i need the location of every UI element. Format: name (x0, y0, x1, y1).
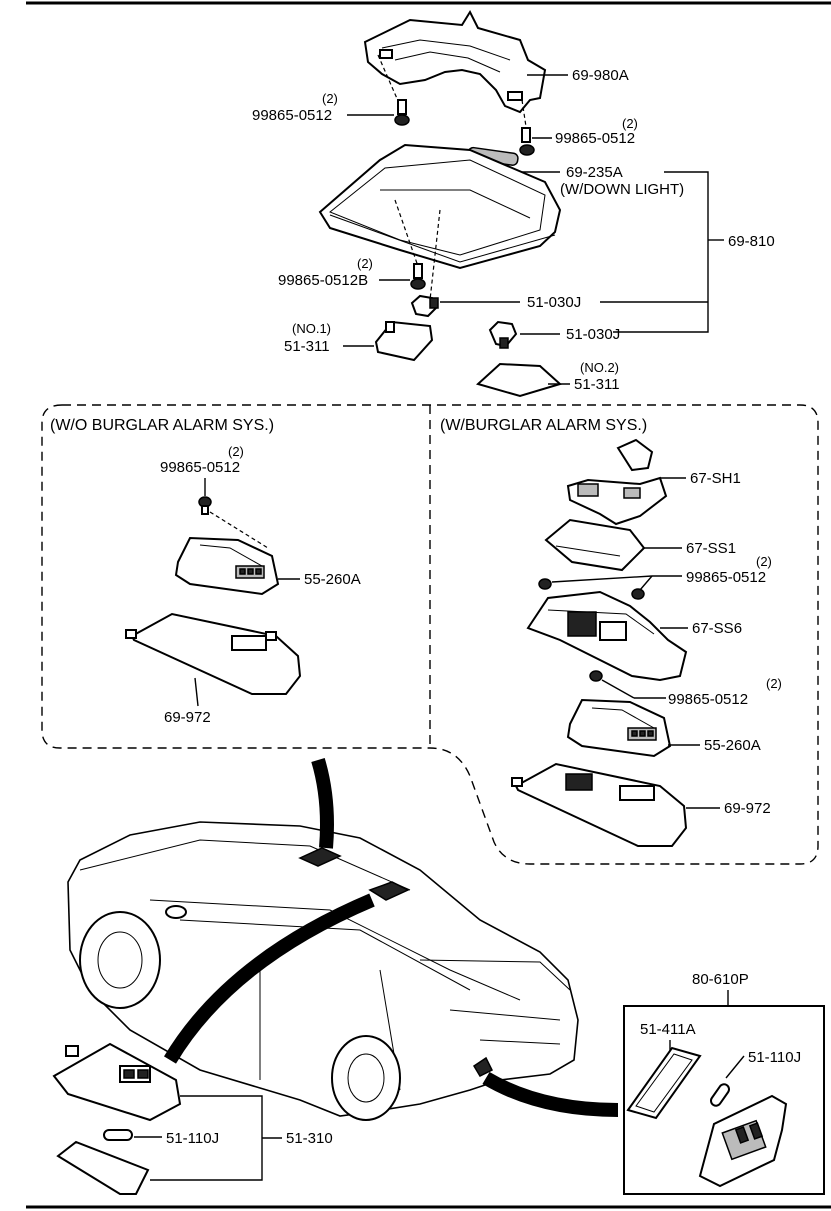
label-lens1: 51-311 (284, 338, 330, 355)
label-w-screw1: 99865-0512 (686, 569, 766, 586)
leader-line (725, 1055, 745, 1079)
label-lens2-no: (NO.2) (580, 360, 619, 375)
lamp-housing-80-610P (698, 1094, 788, 1188)
label-51-411A: 51-411A (640, 1021, 696, 1038)
vehicle-illustration (67, 821, 579, 1121)
label-lens1-no: (NO.1) (292, 321, 331, 336)
label-51-110J-box: 51-110J (748, 1049, 801, 1066)
module-55-260A-right (566, 698, 672, 758)
leader-line (601, 679, 635, 699)
bracket-69-810 (613, 171, 709, 333)
label-w-screw2-qty: (2) (766, 676, 782, 691)
lens-51-310 (56, 1140, 150, 1195)
label-wo-55-260A: 55-260A (304, 571, 361, 588)
screw-icon (538, 578, 552, 590)
module-55-260A-left (174, 536, 280, 596)
bulb-icon (709, 1083, 731, 1107)
label-screw-b-qty: (2) (357, 256, 373, 271)
label-w-67-SH1: 67-SH1 (690, 470, 741, 487)
detail-box-80-610P (623, 1005, 825, 1195)
label-69-980A: 69-980A (572, 67, 629, 84)
screw-icon (519, 127, 535, 156)
label-bulb2: 51-030J (566, 326, 620, 343)
label-screw-tl: 99865-0512 (252, 107, 332, 124)
lens-no2 (475, 362, 562, 398)
screw-icon (410, 263, 426, 290)
overhead-console-69-235A (318, 143, 562, 270)
screw-icon (394, 99, 410, 126)
label-wo-screw: 99865-0512 (160, 459, 240, 476)
label-w-screw1-qty: (2) (756, 554, 772, 569)
bulb-icon (488, 320, 518, 349)
label-screw-tl-qty: (2) (322, 91, 338, 106)
label-screw-b: 99865-0512B (278, 272, 368, 289)
map-lamp-51-310 (52, 1042, 182, 1122)
bulb-icon (410, 294, 439, 318)
label-80-610P: 80-610P (692, 971, 749, 988)
lens-no1 (374, 320, 434, 362)
connector-arc (311, 757, 334, 849)
leader-line (194, 677, 199, 707)
label-bulb1: 51-030J (527, 294, 581, 311)
label-screw-tr-qty: (2) (622, 116, 638, 131)
label-w-69-972: 69-972 (724, 800, 771, 817)
label-w-67-SS6: 67-SS6 (692, 620, 742, 637)
bulb-icon (103, 1129, 133, 1141)
label-wo-screw-qty: (2) (228, 444, 244, 459)
section-title-wo: (W/O BURGLAR ALARM SYS.) (50, 417, 274, 434)
cover-69-972-left (125, 612, 302, 695)
label-w-screw2: 99865-0512 (668, 691, 748, 708)
label-w-down-light: (W/DOWN LIGHT) (560, 181, 684, 198)
label-lens2: 51-311 (574, 376, 620, 393)
unit-67-SS1 (544, 518, 646, 572)
screw-icon (589, 670, 603, 682)
label-51-310: 51-310 (286, 1130, 333, 1147)
connector-arc (482, 1071, 619, 1117)
lens-51-411A (626, 1046, 702, 1120)
cover-69-972-right (511, 762, 688, 847)
leader-line (551, 575, 653, 583)
leader-line (639, 575, 653, 591)
section-title-w: (W/BURGLAR ALARM SYS.) (440, 417, 647, 434)
label-69-235A: 69-235A (566, 164, 623, 181)
label-w-67-SS1: 67-SS1 (686, 540, 736, 557)
leader-dash (394, 199, 421, 273)
section-outline (41, 404, 819, 865)
sensor-67-SH1 (566, 438, 668, 526)
label-screw-tr: 99865-0512 (555, 130, 635, 147)
leader-dash (429, 209, 441, 301)
screw-icon (631, 588, 645, 600)
label-wo-69-972: 69-972 (164, 709, 211, 726)
bracket-67-SS6 (526, 590, 688, 682)
label-51-110J: 51-110J (166, 1130, 219, 1147)
label-w-55-260A: 55-260A (704, 737, 761, 754)
connector-arc (163, 893, 375, 1064)
leader-dash (209, 511, 269, 549)
screw-icon (198, 496, 212, 515)
bracket-69-980A (363, 9, 547, 114)
label-69-810: 69-810 (728, 233, 775, 250)
